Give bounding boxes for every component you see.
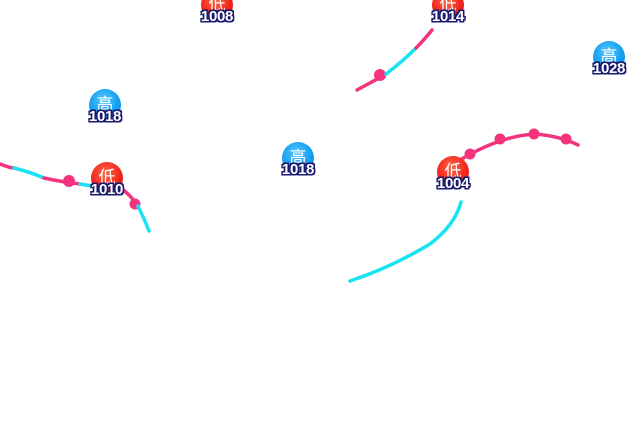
warm-front-semicircle [528,128,540,140]
low-pressure-marker[interactable]: 低 1004 [433,156,473,200]
pressure-value: 1028 [592,60,626,77]
warm-front-semicircle [374,69,386,81]
low-pressure-marker[interactable]: 低 1008 [197,0,237,33]
high-pressure-icon: 高 [593,41,625,73]
high-pressure-icon: 高 [89,89,121,121]
high-pressure-marker[interactable]: 高 1028 [589,41,629,85]
front-segment-warm [0,162,16,170]
fronts-layer [0,28,580,283]
low-pressure-marker[interactable]: 低 1010 [87,162,127,206]
pressure-value: 1004 [436,175,470,192]
front-segment-cold [384,46,418,76]
warm-front-semicircle [464,148,476,160]
low-pressure-icon: 低 [437,156,469,188]
pressure-value: 1010 [90,181,124,198]
high-pressure-icon: 高 [282,142,314,174]
high-pressure-marker[interactable]: 高 1018 [278,142,318,186]
warm-front-semicircle [63,175,75,187]
front-segment-cold [78,182,94,188]
front-segment-cold [136,204,151,233]
cold-front-1004 [348,200,463,283]
warm-front-semicircle [560,133,572,145]
pressure-value: 1008 [200,8,234,25]
low-pressure-icon: 低 [432,0,464,21]
warm-front-1004 [458,132,580,162]
front-segment-warm [42,176,82,186]
front-segment-warm [414,28,434,50]
pressure-value: 1014 [431,8,465,25]
low-pressure-marker[interactable]: 低 1014 [428,0,468,33]
high-pressure-marker[interactable]: 高 1018 [85,89,125,133]
pressure-value: 1018 [281,161,315,178]
pressure-value: 1018 [88,108,122,125]
front-segment-cold [12,166,46,180]
low-pressure-icon: 低 [91,162,123,194]
low-pressure-icon: 低 [201,0,233,21]
warm-front-semicircle [494,133,506,145]
